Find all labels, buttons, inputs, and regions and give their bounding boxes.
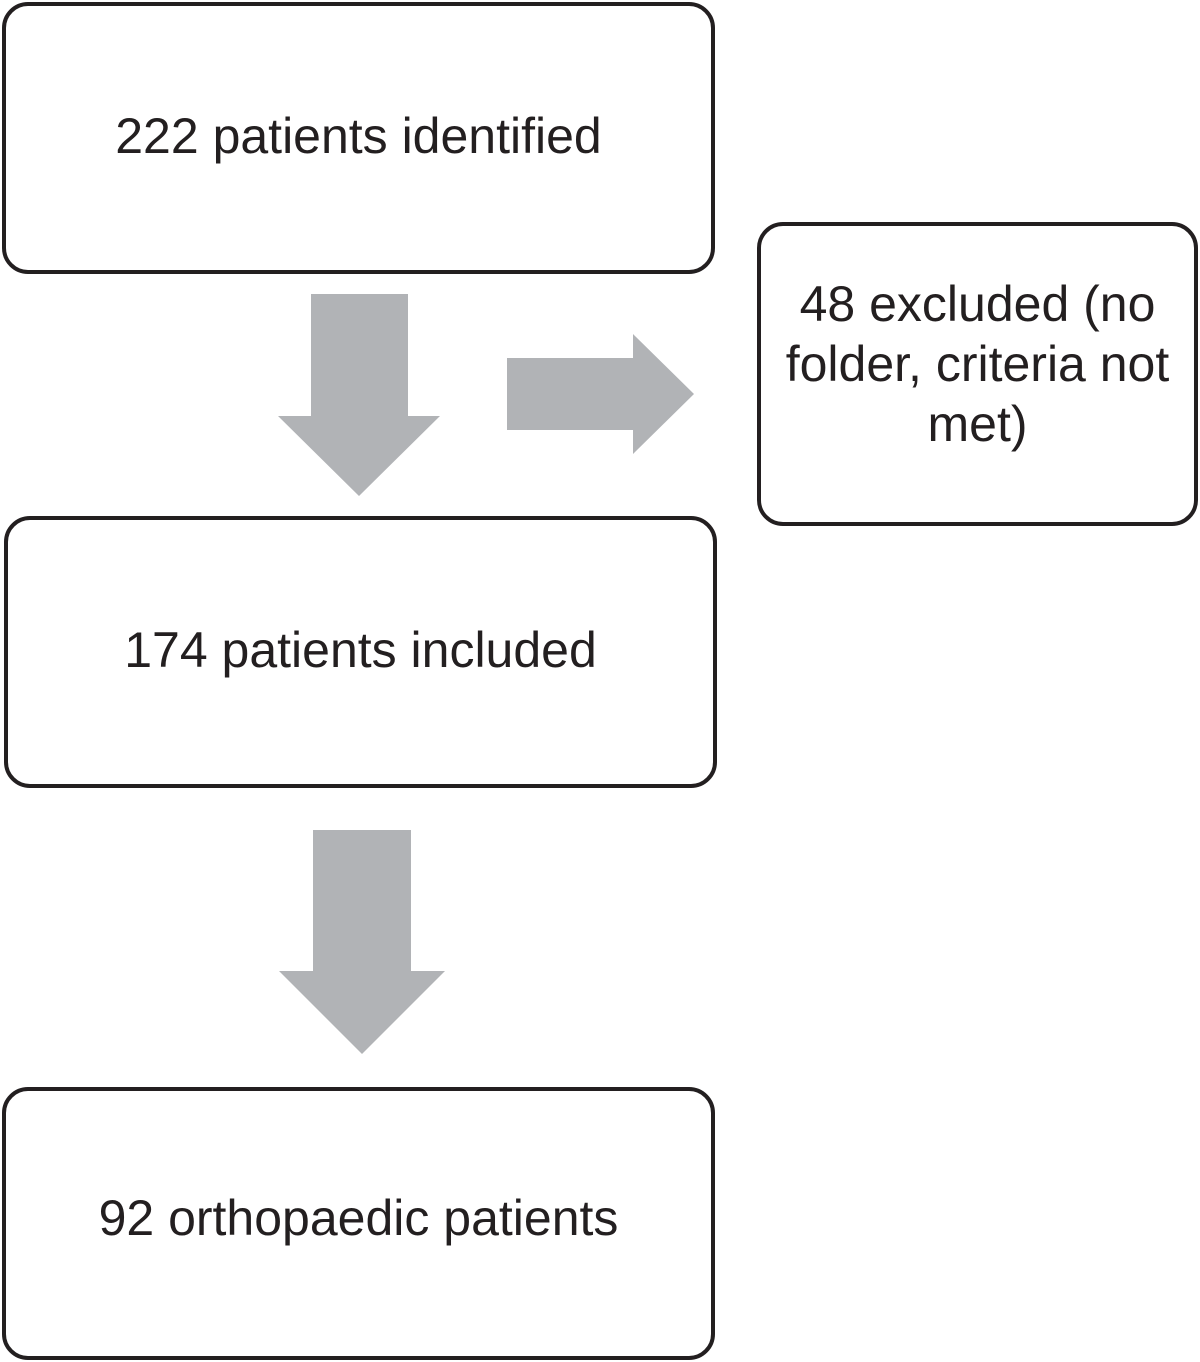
included-label: 174 patients included: [124, 622, 597, 678]
included-box: 174 patients included: [4, 516, 717, 788]
down-arrow-included-to-orthopaedic: [279, 830, 445, 1054]
right-arrow-to-excluded: [507, 334, 694, 454]
orthopaedic-box: 92 orthopaedic patients: [2, 1087, 715, 1360]
excluded-label: 48 excluded (no folder, criteria not met…: [785, 276, 1170, 452]
orthopaedic-label: 92 orthopaedic patients: [98, 1189, 619, 1246]
identified-box: 222 patients identified: [2, 2, 715, 274]
excluded-box: 48 excluded (no folder, criteria not met…: [757, 222, 1198, 526]
down-arrow-identified-to-included: [278, 294, 440, 496]
identified-label: 222 patients identified: [115, 108, 602, 164]
